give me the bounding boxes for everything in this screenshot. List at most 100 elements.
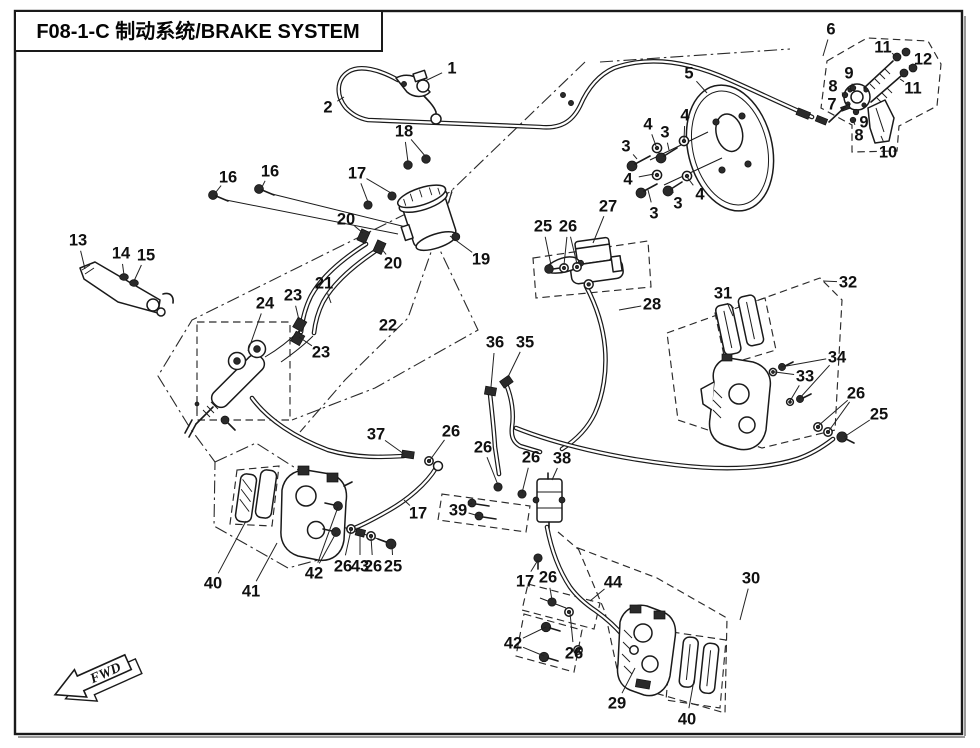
leader-line xyxy=(410,139,427,158)
leader-line xyxy=(122,263,125,276)
page-title: F08-1-C 制动系统/BRAKE SYSTEM xyxy=(36,19,359,43)
leader-line xyxy=(589,588,605,602)
part-number-8: 8 xyxy=(854,127,863,145)
leader-line xyxy=(215,185,222,193)
leader-line xyxy=(391,544,393,556)
part-number-22: 22 xyxy=(379,317,397,335)
leader-line xyxy=(569,612,574,643)
banjo-parts-27 xyxy=(544,262,582,274)
leader-line xyxy=(370,536,373,556)
leader-line xyxy=(570,236,578,265)
leader-line xyxy=(404,141,409,163)
part-number-5: 5 xyxy=(684,65,693,83)
part-number-16: 16 xyxy=(261,163,279,181)
leader-line xyxy=(842,106,846,109)
leader-line xyxy=(80,250,86,270)
part-number-20: 20 xyxy=(337,211,355,229)
leader-line xyxy=(298,336,313,347)
part-number-17: 17 xyxy=(516,573,534,591)
leader-line xyxy=(632,154,638,160)
part-number-40: 40 xyxy=(678,711,696,729)
part-number-23: 23 xyxy=(284,287,302,305)
brake-pedal xyxy=(79,261,174,317)
part-number-4: 4 xyxy=(643,116,653,134)
leader-line xyxy=(486,457,499,486)
part-number-12: 12 xyxy=(914,51,932,69)
leader-line xyxy=(506,351,521,380)
leader-line xyxy=(247,313,262,352)
part-number-11: 11 xyxy=(904,80,921,98)
leader-line xyxy=(544,236,552,266)
part-number-42: 42 xyxy=(504,635,522,653)
leader-line xyxy=(739,588,749,621)
part-number-37: 37 xyxy=(367,426,385,444)
leader-line xyxy=(618,305,642,311)
leader-line xyxy=(621,667,636,694)
leader-line xyxy=(891,52,897,57)
leader-line xyxy=(551,467,558,481)
part-number-34: 34 xyxy=(828,349,847,367)
part-number-10: 10 xyxy=(879,144,897,162)
part-number-27: 27 xyxy=(599,198,617,216)
part-number-26: 26 xyxy=(334,558,352,576)
part-number-9: 9 xyxy=(859,114,868,132)
part-number-24: 24 xyxy=(256,295,275,313)
hydraulic-lines xyxy=(249,59,836,649)
part-number-7: 7 xyxy=(827,96,836,114)
leader-line xyxy=(822,280,838,283)
part-number-42: 42 xyxy=(305,565,323,583)
part-number-16: 16 xyxy=(219,169,237,187)
leader-line xyxy=(774,371,795,375)
part-number-3: 3 xyxy=(660,124,669,142)
part-number-1: 1 xyxy=(447,60,456,78)
part-number-35: 35 xyxy=(516,334,534,352)
leader-line xyxy=(827,401,851,433)
leader-line xyxy=(467,502,473,506)
leader-line xyxy=(688,679,695,709)
leader-line xyxy=(403,499,411,506)
part-number-40: 40 xyxy=(204,575,222,593)
leader-line xyxy=(899,78,905,83)
part-number-6: 6 xyxy=(826,21,835,39)
title-block: F08-1-C 制动系统/BRAKE SYSTEM xyxy=(14,10,383,52)
part-number-19: 19 xyxy=(472,251,490,269)
part-number-13: 13 xyxy=(69,232,87,250)
leader-line xyxy=(255,542,278,582)
leader-line xyxy=(424,72,443,82)
disc-bolts-and-washers xyxy=(626,135,693,199)
part-number-8: 8 xyxy=(828,78,837,96)
leader-line xyxy=(651,134,657,147)
brake-fluid-reservoir xyxy=(396,184,461,252)
part-number-32: 32 xyxy=(839,274,857,292)
part-number-25: 25 xyxy=(534,218,552,236)
part-number-3: 3 xyxy=(621,138,630,156)
part-number-20: 20 xyxy=(384,255,402,273)
leader-line xyxy=(908,63,914,67)
rear-master-cylinder xyxy=(184,316,308,438)
leader-line xyxy=(666,142,670,151)
leader-line xyxy=(638,173,655,178)
part-number-28: 28 xyxy=(643,296,661,314)
part-number-23: 23 xyxy=(312,344,330,362)
part-number-26: 26 xyxy=(474,439,492,457)
brake-lever-assembly xyxy=(395,69,431,98)
left-front-caliper xyxy=(234,465,353,562)
leader-line xyxy=(647,189,652,203)
leader-line xyxy=(449,235,473,253)
part-number-15: 15 xyxy=(137,247,155,265)
leader-line xyxy=(789,385,800,402)
leader-line xyxy=(530,559,539,572)
part-number-26: 26 xyxy=(539,569,557,587)
part-number-26: 26 xyxy=(442,423,460,441)
leader-line xyxy=(133,264,142,282)
leader-line xyxy=(344,529,352,556)
part-number-43: 43 xyxy=(351,558,369,576)
leader-line xyxy=(429,439,445,461)
leader-line xyxy=(686,176,694,186)
part-number-14: 14 xyxy=(112,245,131,263)
leader-line xyxy=(261,180,266,188)
part-number-31: 31 xyxy=(714,285,732,303)
leader-line xyxy=(696,80,708,94)
part-number-26: 26 xyxy=(522,449,540,467)
